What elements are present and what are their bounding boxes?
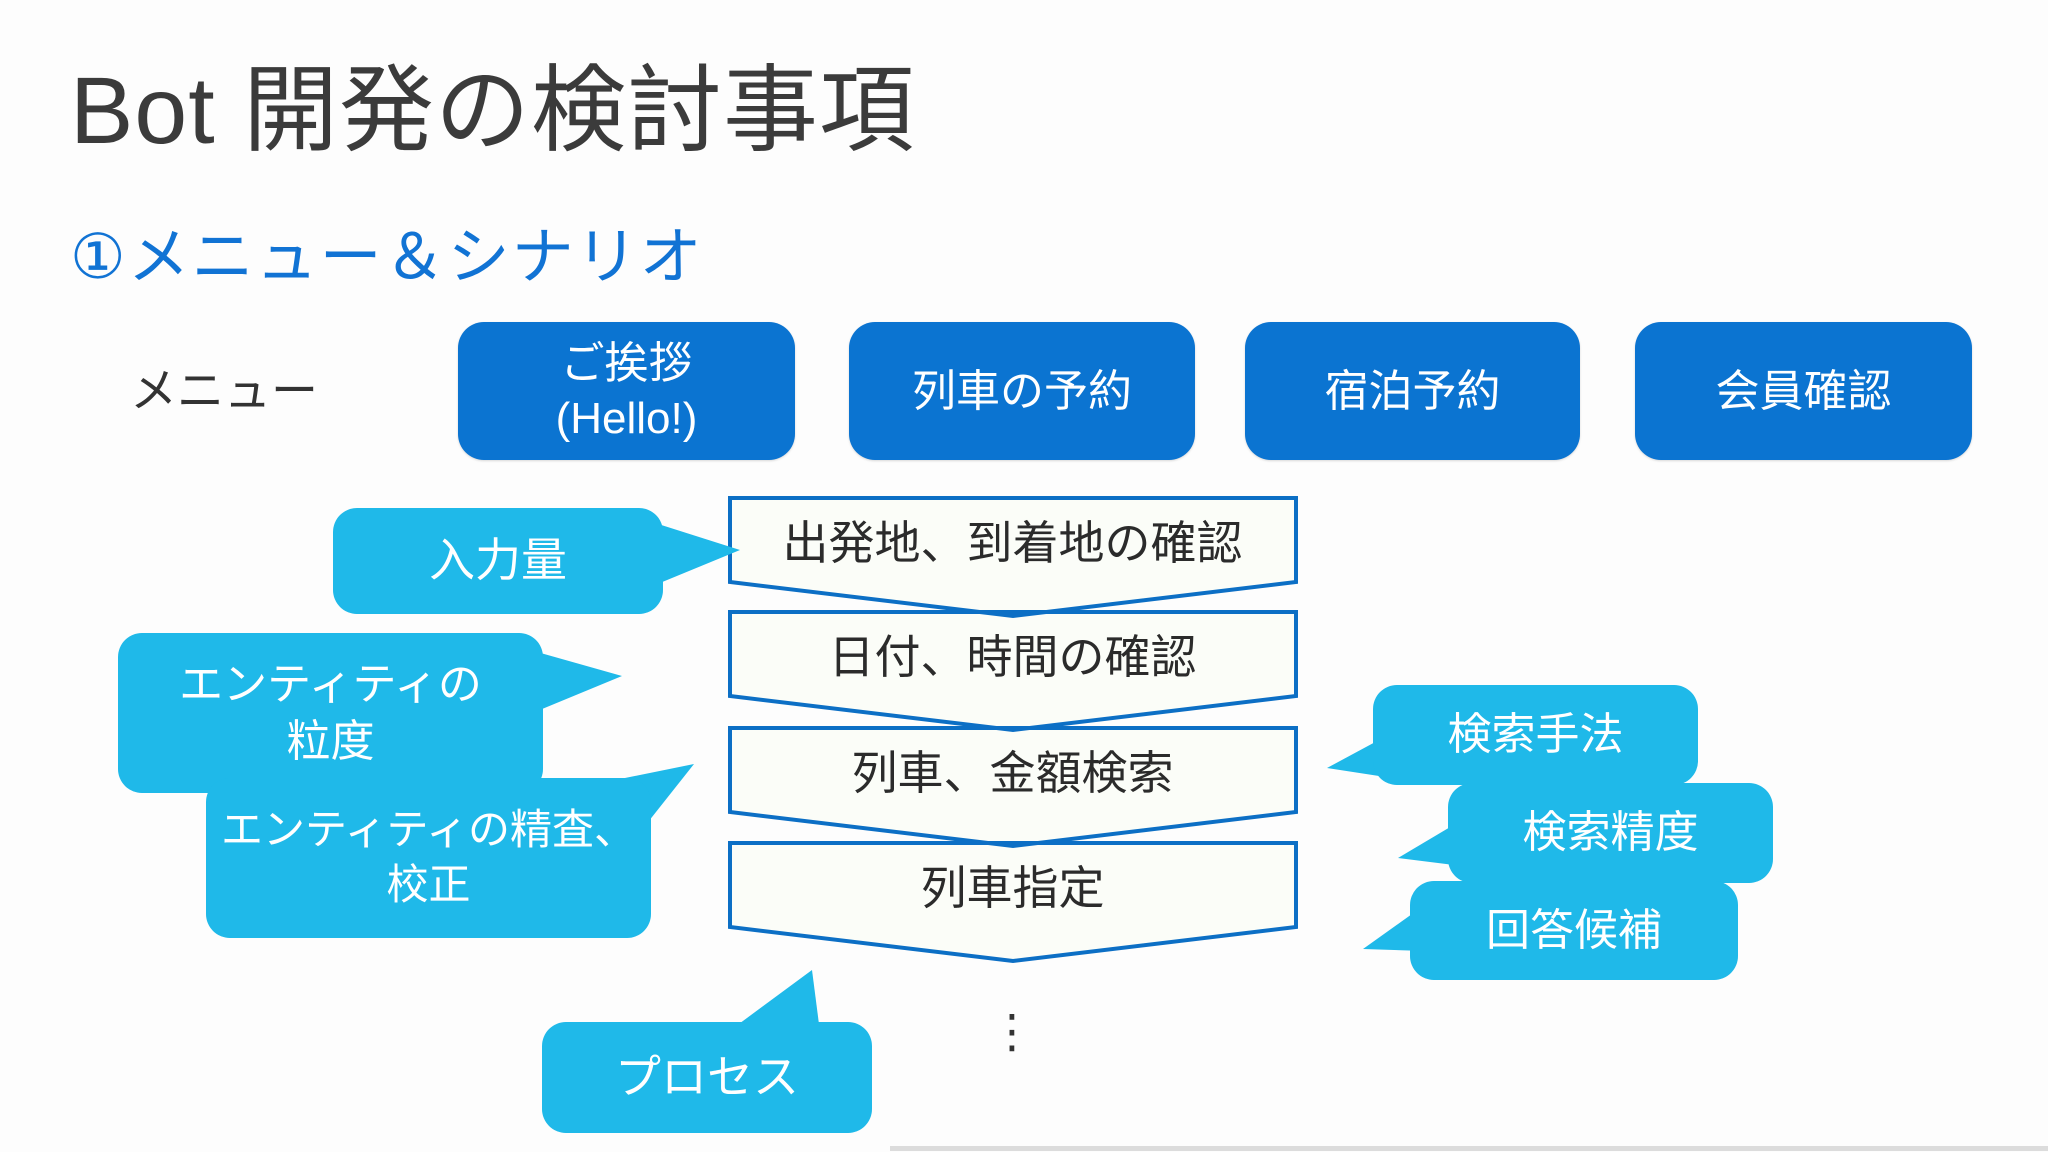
callout-text: 回答候補 [1486, 905, 1662, 955]
bottom-divider [890, 1146, 2048, 1151]
menu-button-greeting[interactable]: ご挨拶 (Hello!) [458, 322, 795, 460]
callout-text: エンティティの [179, 659, 482, 709]
section-subtitle: ①メニュー＆シナリオ [70, 223, 704, 292]
callout-text: 入力量 [429, 534, 567, 587]
callout-text: プロセス [615, 1050, 799, 1103]
menu-button-label: ご挨拶 [560, 339, 693, 388]
flow-step-train-designation: 列車指定 [920, 862, 1105, 914]
menu-button-sublabel: (Hello!) [555, 394, 698, 443]
menu-button-train-reservation[interactable]: 列車の予約 [849, 322, 1195, 460]
callout-search-accuracy: 検索精度 [1448, 783, 1773, 883]
callout-input-volume: 入力量 [333, 508, 663, 614]
callout-search-method: 検索手法 [1373, 685, 1698, 785]
flow-step-departure-arrival: 出発地、到着地の確認 [782, 517, 1243, 569]
callout-entity-scrutiny: エンティティの精査、 校正 [206, 778, 651, 938]
callout-text: 粒度 [286, 717, 375, 766]
callout-entity-granularity: エンティティの 粒度 [118, 633, 543, 793]
flow-step-date-time: 日付、時間の確認 [828, 631, 1197, 683]
menu-button-member-verification[interactable]: 会員確認 [1635, 322, 1972, 460]
flow-step-train-price-search: 列車、金額検索 [851, 747, 1174, 799]
menu-button-label: 宿泊予約 [1324, 366, 1501, 416]
flow-continuation-ellipsis: ⋮ [989, 1005, 1035, 1057]
menu-button-label: 列車の予約 [912, 366, 1132, 416]
callout-answer-candidates: 回答候補 [1410, 881, 1738, 980]
menu-button-label: 会員確認 [1715, 366, 1892, 416]
page-title: Bot 開発の検討事項 [70, 58, 915, 164]
callout-process: プロセス [542, 1022, 872, 1133]
callout-text: エンティティの精査、 [221, 806, 636, 854]
callout-text: 校正 [386, 861, 471, 908]
menu-button-hotel-reservation[interactable]: 宿泊予約 [1245, 322, 1580, 460]
menu-row-label: メニュー [130, 364, 318, 417]
callout-text: 検索手法 [1447, 710, 1624, 760]
callout-text: 検索精度 [1522, 808, 1699, 858]
